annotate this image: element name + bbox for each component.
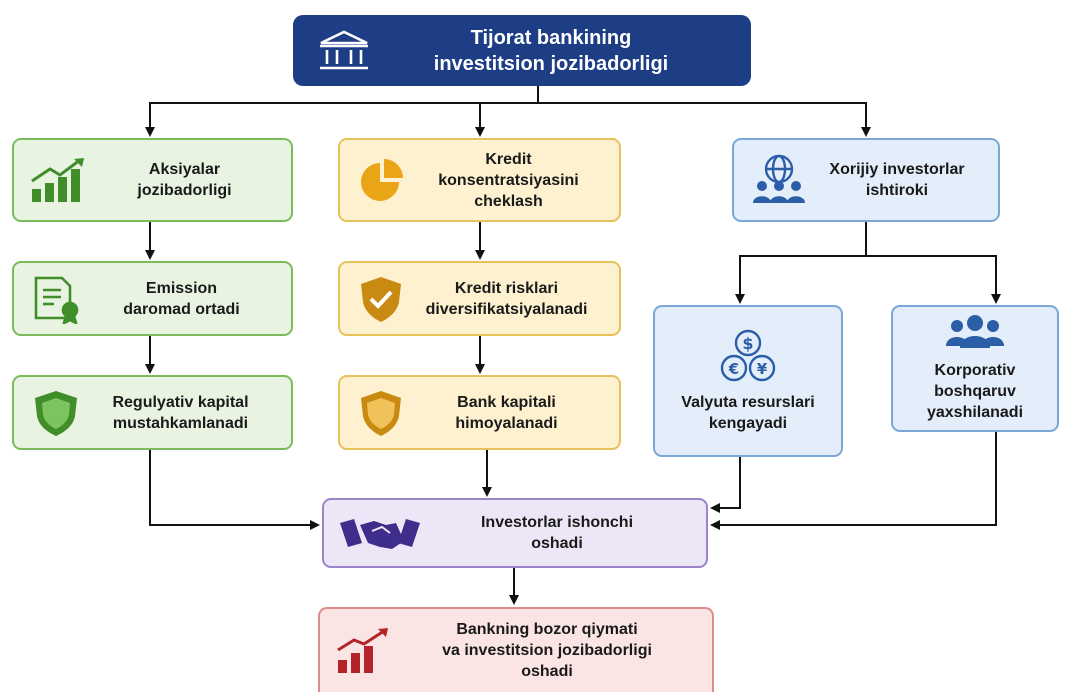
arrow-valyuta-to-ishonch [710, 457, 741, 513]
pie-chart-icon [354, 155, 412, 205]
shield-icon [28, 388, 84, 438]
shield-check-icon [354, 274, 408, 324]
svg-text:€: € [728, 360, 739, 378]
svg-text:$: $ [742, 334, 753, 353]
node-regulyativ-label: Regulyativ kapital mustahkamlanadi [112, 393, 249, 432]
svg-text:¥: ¥ [757, 360, 768, 378]
header-title: Tijorat bankining investitsion jozibador… [433, 26, 669, 75]
node-emission: Emission daromad ortadi [12, 261, 293, 336]
people-group-icon [943, 314, 1007, 354]
globe-people-icon [748, 153, 810, 207]
arrow-header-to-xorijiy [538, 102, 871, 137]
growth-chart-icon [334, 626, 396, 676]
node-korporativ: Korporativ boshqaruv yaxshilanadi [891, 305, 1059, 432]
certificate-icon [28, 274, 86, 324]
node-xorijiy-label: Xorijiy investorlar ishtiroki [829, 161, 965, 199]
arrow-xorijiy-to-korporativ [866, 255, 1001, 304]
node-aksiyalar-label: Aksiyalar jozibadorligi [137, 161, 232, 199]
node-ishonch: Investorlar ishonchi oshadi [322, 498, 708, 568]
node-bozor: Bankning bozor qiymati va investitsion j… [318, 607, 714, 692]
bank-building-icon [315, 28, 373, 74]
arrow-header-to-aksiyalar [145, 86, 539, 137]
node-kredit-risk: Kredit risklari diversifikatsiyalanadi [338, 261, 621, 336]
arrow-korporativ-to-ishonch [710, 432, 997, 530]
currency-coins-icon: $ € ¥ [716, 328, 780, 384]
node-bank-kapital: Bank kapitali himoyalanadi [338, 375, 621, 450]
arrow-regulyativ-to-ishonch [149, 450, 320, 530]
header-title-box: Tijorat bankining investitsion jozibador… [293, 15, 751, 86]
node-xorijiy: Xorijiy investorlar ishtiroki [732, 138, 1000, 222]
node-kredit-kons: Kredit konsentratsiyasini cheklash [338, 138, 621, 222]
node-bozor-label: Bankning bozor qiymati va investitsion j… [442, 621, 652, 680]
handshake-icon [338, 513, 422, 553]
shield-icon [354, 388, 408, 438]
growth-chart-icon [28, 155, 92, 205]
node-kredit-kons-label: Kredit konsentratsiyasini cheklash [438, 150, 579, 210]
node-valyuta-label: Valyuta resurslari kengayadi [681, 394, 815, 432]
node-bank-kapital-label: Bank kapitali himoyalanadi [455, 393, 558, 432]
node-aksiyalar: Aksiyalar jozibadorligi [12, 138, 293, 222]
node-kredit-risk-label: Kredit risklari diversifikatsiyalanadi [425, 279, 588, 318]
node-korporativ-label: Korporativ boshqaruv yaxshilanadi [926, 362, 1024, 421]
node-ishonch-label: Investorlar ishonchi oshadi [480, 514, 634, 552]
node-valyuta: $ € ¥ Valyuta resurslari kengayadi [653, 305, 843, 457]
node-regulyativ: Regulyativ kapital mustahkamlanadi [12, 375, 293, 450]
arrow-xorijiy-to-valyuta [735, 222, 867, 304]
node-emission-label: Emission daromad ortadi [123, 279, 240, 318]
